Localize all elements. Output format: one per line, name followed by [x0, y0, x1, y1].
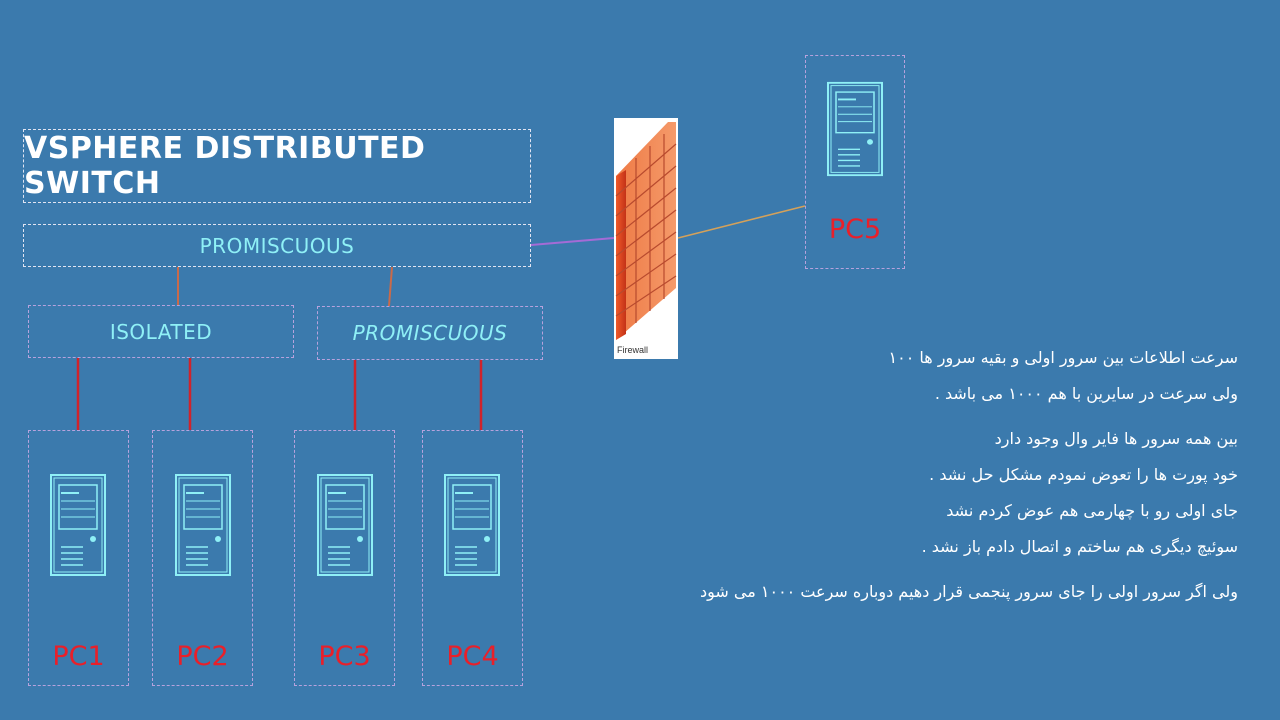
- notes-block-2: بین همه سرور ها فایر وال وجود دارد خود پ…: [922, 421, 1238, 565]
- pc1-box: PC1: [28, 430, 129, 686]
- top-port-group-label: PROMISCUOUS: [199, 233, 355, 258]
- pc5-box: PC5: [805, 55, 905, 269]
- note-line: جای اولی رو با چهارمی هم عوض کردم نشد: [946, 501, 1238, 520]
- firewall-label: Firewall: [617, 345, 648, 355]
- note-line: ولی سرعت در سایرین با هم ۱۰۰۰ می باشد .: [934, 384, 1238, 403]
- isolated-port-group: ISOLATED: [28, 305, 294, 358]
- switch-title: VSPHERE DISTRIBUTED SWITCH: [24, 131, 426, 201]
- server-icon: [50, 474, 106, 576]
- pc3-box: PC3: [294, 430, 395, 686]
- pc4-label: PC4: [446, 641, 499, 672]
- link-switch-to-firewall: [530, 237, 615, 246]
- server-icon: [444, 474, 500, 576]
- note-line: ولی اگر سرور اولی را جای سرور پنجمی قرار…: [700, 582, 1238, 601]
- pc2-label: PC2: [176, 641, 229, 672]
- note-line: سرعت اطلاعات بین سرور اولی و بقیه سرور ه…: [888, 348, 1238, 367]
- top-port-group: PROMISCUOUS: [23, 224, 531, 267]
- notes-block-1: سرعت اطلاعات بین سرور اولی و بقیه سرور ه…: [889, 340, 1238, 412]
- server-icon: [175, 474, 231, 576]
- server-icon: [827, 81, 883, 177]
- server-icon: [317, 474, 373, 576]
- note-line: خود پورت ها را تعوض نمودم مشکل حل نشد .: [929, 465, 1238, 484]
- pc5-label: PC5: [828, 214, 882, 245]
- isolated-port-group-label: ISOLATED: [109, 319, 213, 344]
- switch-title-box: VSPHERE DISTRIBUTED SWITCH: [23, 129, 531, 203]
- pc1-label: PC1: [52, 641, 105, 672]
- notes-block-3: ولی اگر سرور اولی را جای سرور پنجمی قرار…: [700, 574, 1238, 610]
- promiscuous-port-group-label: PROMISCUOUS: [352, 321, 508, 345]
- promiscuous-port-group: PROMISCUOUS: [317, 306, 543, 360]
- note-line: سوئیچ دیگری هم ساختم و اتصال دادم باز نش…: [921, 537, 1238, 556]
- note-line: بین همه سرور ها فایر وال وجود دارد: [994, 429, 1238, 448]
- link-top-to-promiscuous: [388, 266, 393, 307]
- pc4-box: PC4: [422, 430, 523, 686]
- link-firewall-to-pc5: [677, 205, 806, 239]
- firewall-icon: Firewall: [614, 118, 678, 359]
- pc3-label: PC3: [318, 641, 371, 672]
- pc2-box: PC2: [152, 430, 253, 686]
